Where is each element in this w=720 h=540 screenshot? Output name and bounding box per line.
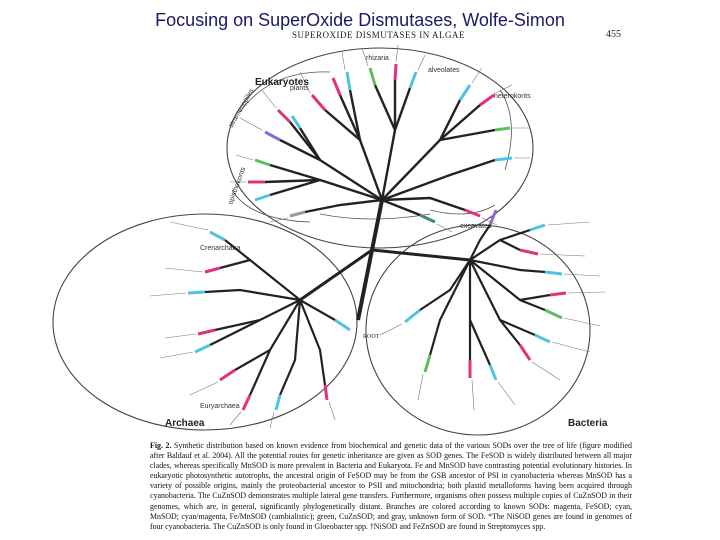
amoebozoa-arc (319, 213, 431, 220)
running-head: SUPEROXIDE DISMUTASES IN ALGAE (292, 30, 466, 40)
slide-title: Focusing on SuperOxide Dismutases, Wolfe… (155, 10, 565, 30)
leaf-label-marks (149, 44, 606, 429)
excavates-arc (429, 204, 496, 215)
bacteria-ellipse (365, 224, 591, 436)
group-alveolates: alveolates (428, 67, 460, 74)
group-rhizaria: rhizaria (366, 55, 389, 62)
archaea-trunk (299, 248, 373, 302)
bacteria-tips (404, 209, 567, 381)
eukaryote-tips (248, 63, 513, 224)
bacteria-branches (419, 224, 551, 366)
eukaryote-branches (264, 80, 496, 217)
caption-label: Fig. 2. (150, 441, 172, 450)
plants-arc (239, 71, 331, 113)
bacteria-trunk (371, 248, 471, 262)
group-plants: plants (290, 85, 309, 92)
group-crenarchaea: Crenarchaea (200, 245, 241, 252)
group-opisthokonts: opisthokonts (227, 166, 247, 206)
archaea-tips (187, 230, 351, 411)
label-archaea: Archaea (165, 418, 205, 429)
caption-text: Synthetic distribution based on known ev… (150, 441, 632, 531)
tree-of-life-figure: Eukaryotes Archaea Bacteria ROOT rhizari… (52, 44, 608, 436)
heterokonts-arc (499, 89, 512, 171)
figure-caption: Fig. 2. Synthetic distribution based on … (150, 441, 632, 532)
page-number: 455 (606, 29, 621, 40)
label-root: ROOT (363, 334, 380, 340)
opisthokonts-arc (231, 189, 311, 223)
archaea-ellipse (52, 213, 358, 431)
group-euryarchaea: Euryarchaea (200, 403, 240, 410)
group-excavates: excavates (460, 223, 492, 230)
label-eukaryotes: Eukaryotes (255, 77, 309, 88)
group-heterokonts: heterokonts (494, 93, 531, 100)
eukaryotes-ellipse (226, 47, 534, 249)
archaea-branches (204, 239, 336, 396)
label-bacteria: Bacteria (568, 418, 608, 429)
group-stramenopiles: stramenopiles (228, 87, 256, 129)
